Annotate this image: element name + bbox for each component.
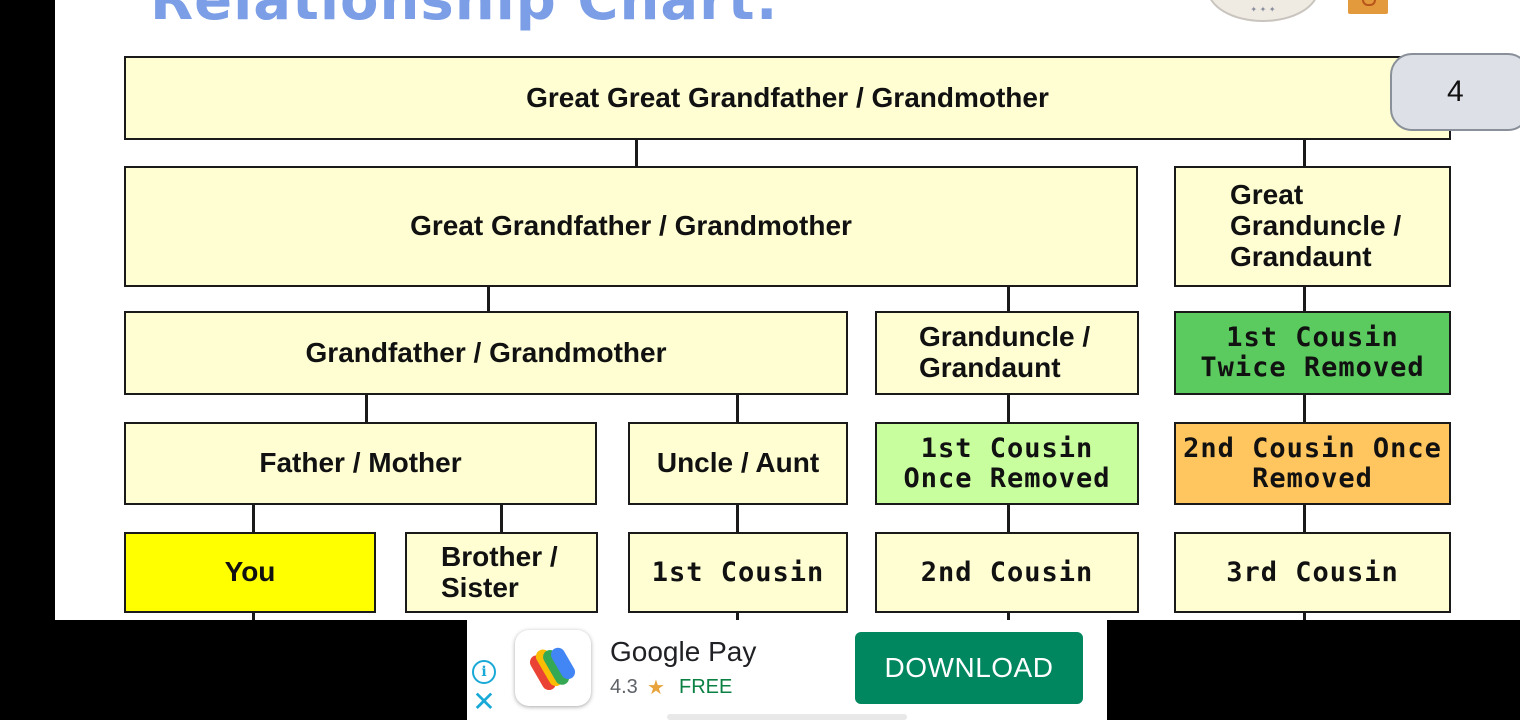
box-great-granduncle: Great Granduncle / Grandaunt [1174, 166, 1451, 287]
box-first-cousin: 1st Cousin [628, 532, 848, 613]
box-uncle-aunt: Uncle / Aunt [628, 422, 848, 505]
connector-line [1303, 612, 1306, 620]
close-icon[interactable]: ✕ [472, 685, 496, 718]
connector-line [1007, 285, 1010, 312]
seal-logo: ✦ ✦ ✦ [1207, 0, 1319, 22]
connector-line [1303, 393, 1306, 423]
slide-title: Relationship Chart: [150, 0, 779, 33]
connector-line [365, 393, 368, 423]
connector-line [500, 503, 503, 533]
download-button[interactable]: DOWNLOAD [855, 632, 1083, 704]
connector-line [1007, 612, 1010, 620]
info-icon[interactable]: i [472, 660, 496, 684]
connector-line [487, 285, 490, 312]
connector-line [252, 612, 255, 620]
connector-line [736, 612, 739, 620]
app-name[interactable]: Google Pay [610, 636, 757, 667]
ad-banner[interactable]: i ✕ Google Pay 4.3 ★ FREE DOWNLOAD [467, 620, 1107, 720]
slide: Relationship Chart: ✦ ✦ ✦ Great Great Gr… [55, 0, 1520, 620]
box-second-cousin-once-removed: 2nd Cousin Once Removed [1174, 422, 1451, 505]
connector-line [1303, 285, 1306, 312]
connector-line [635, 138, 638, 168]
connector-line [736, 393, 739, 423]
orange-logo-icon [1348, 0, 1388, 14]
box-great-great-grandparents: Great Great Grandfather / Grandmother [124, 56, 1451, 140]
star-icon: ★ [647, 677, 665, 699]
google-pay-logo-graphic [529, 647, 576, 691]
box-third-cousin: 3rd Cousin [1174, 532, 1451, 613]
box-you: You [124, 532, 376, 613]
box-sibling: Brother / Sister [405, 532, 598, 613]
box-grandparents: Grandfather / Grandmother [124, 311, 848, 395]
app-price: FREE [679, 676, 733, 698]
scroll-handle[interactable] [667, 714, 907, 720]
connector-line [736, 503, 739, 533]
box-first-cousin-once-removed: 1st Cousin Once Removed [875, 422, 1139, 505]
connector-line [1007, 503, 1010, 533]
connector-line [1303, 503, 1306, 533]
page-number-badge[interactable]: 4 [1390, 53, 1520, 131]
box-parents: Father / Mother [124, 422, 597, 505]
box-granduncle: Granduncle / Grandaunt [875, 311, 1139, 395]
box-first-cousin-twice-removed: 1st Cousin Twice Removed [1174, 311, 1451, 395]
connector-line [252, 503, 255, 533]
box-great-grandparents: Great Grandfather / Grandmother [124, 166, 1138, 287]
connector-line [1303, 138, 1306, 168]
google-pay-logo[interactable] [515, 630, 591, 706]
box-second-cousin: 2nd Cousin [875, 532, 1139, 613]
app-rating: 4.3 [610, 676, 638, 698]
connector-line [1007, 393, 1010, 423]
